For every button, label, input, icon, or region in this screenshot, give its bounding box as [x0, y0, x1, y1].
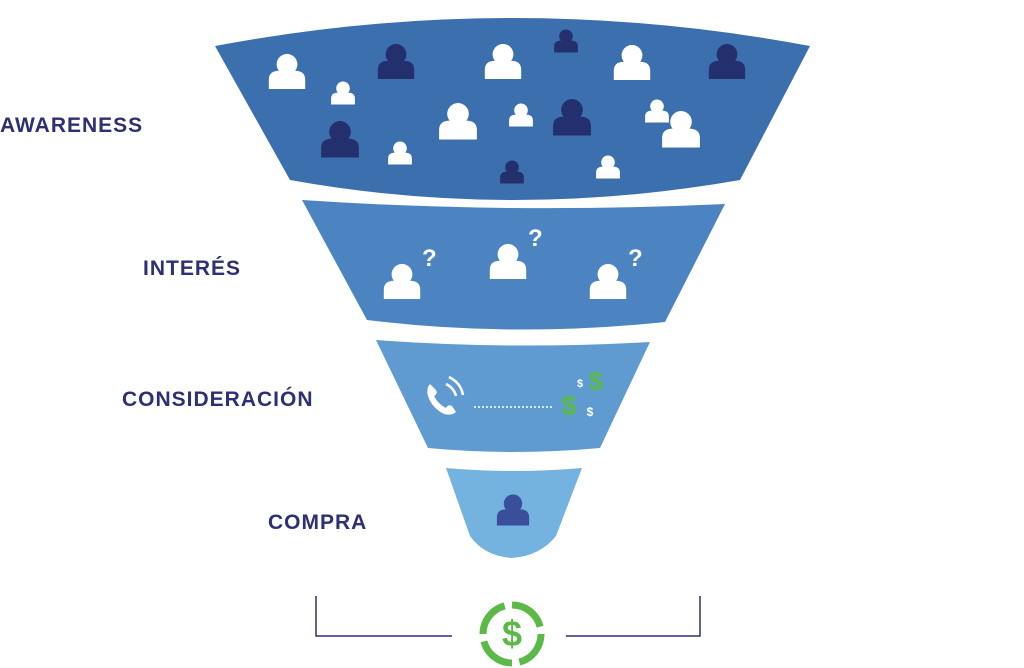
svg-text:$: $ — [587, 405, 594, 419]
stage-label-interes: INTERÉS — [143, 257, 242, 280]
stage-label-compra: COMPRA — [268, 511, 368, 534]
stage-label-consideracion: CONSIDERACIÓN — [122, 388, 314, 411]
phone-icon — [427, 375, 465, 415]
dollar-icon: $ $ $ $ — [561, 366, 604, 421]
dollar-circle-icon: $ — [479, 601, 545, 667]
svg-text:$: $ — [577, 378, 583, 390]
bracket-right — [566, 596, 701, 637]
svg-text:$: $ — [589, 366, 604, 396]
bracket-left — [315, 596, 452, 637]
question-mark-icon: ? — [528, 225, 543, 252]
person-question-icon: ? — [589, 245, 643, 299]
svg-text:$: $ — [502, 613, 522, 654]
person-question-icon: ? — [489, 225, 543, 279]
person-question-icon: ? — [383, 245, 437, 299]
consideracion-stage — [376, 340, 650, 452]
question-mark-icon: ? — [422, 245, 437, 272]
interes-people-group: ??? — [383, 225, 643, 299]
svg-text:$: $ — [561, 390, 577, 421]
awareness-stage — [215, 18, 810, 200]
question-mark-icon: ? — [628, 245, 643, 272]
stage-label-awareness: AWARENESS — [0, 114, 144, 137]
